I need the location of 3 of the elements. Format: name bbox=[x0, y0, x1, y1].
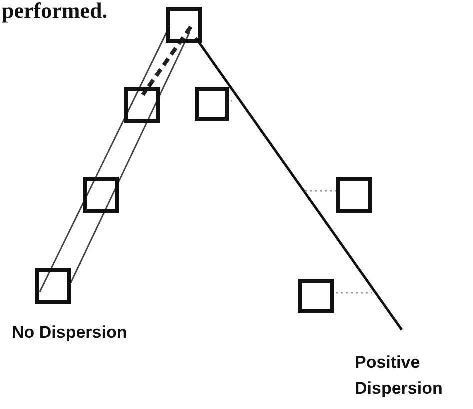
diagram-label: No Dispersion bbox=[12, 322, 128, 344]
body-text: performed. bbox=[2, 0, 108, 22]
diagram-label: Positive Dispersion bbox=[355, 352, 444, 400]
